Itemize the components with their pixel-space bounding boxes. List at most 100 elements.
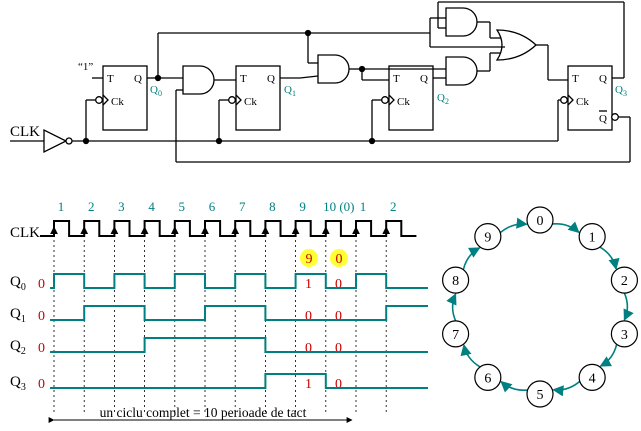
svg-text:9: 9 — [306, 252, 313, 267]
state-node-0: 0 — [526, 206, 554, 234]
signal-value-9: 0 — [305, 309, 312, 324]
pulse-number: 3 — [118, 199, 125, 214]
flipflop-0: T Q Ck Q0 — [95, 65, 162, 131]
state-label: 2 — [621, 274, 628, 289]
state-label: 6 — [484, 371, 491, 386]
state-label: 7 — [452, 328, 459, 343]
state-node-2: 2 — [610, 266, 638, 294]
state-transition-arrow — [599, 344, 618, 367]
ff3-output-label: Q3 — [615, 84, 627, 98]
pulse-number: 4 — [148, 199, 155, 214]
pulse-number: 2 — [390, 199, 397, 214]
ff0-ck-label: Ck — [111, 96, 124, 108]
signal-value-0: 0 — [335, 309, 342, 324]
signal-label: Q2 — [10, 338, 26, 357]
signal-value-9: 1 — [305, 377, 312, 392]
signal-label: Q1 — [10, 306, 26, 325]
signal-row-q3: Q3 0 1 0 — [10, 373, 428, 393]
ff1-output-label: Q1 — [284, 84, 296, 98]
signal-row-q1: Q1 0 0 0 — [10, 305, 428, 325]
signal-value-0: 0 — [335, 341, 342, 356]
pulse-number: 1 — [360, 199, 367, 214]
ff1-t-label: T — [240, 73, 247, 85]
ff3-t-label: T — [572, 73, 579, 85]
cycle-caption: un ciclu complet = 10 perioade de tact — [100, 405, 307, 420]
signal-waveform — [50, 305, 428, 321]
state-node-7: 7 — [442, 320, 470, 348]
pulse-number: 1 — [58, 199, 65, 214]
ff3-q-label: Q — [599, 73, 607, 85]
signal-waveform — [50, 373, 428, 389]
clock-buffer — [43, 128, 68, 154]
state-node-4: 4 — [578, 363, 606, 391]
signal-start-value: 0 — [38, 277, 45, 292]
ff1-q-label: Q — [267, 73, 275, 85]
state-diagram: 0 1 2 3 4 5 6 7 8 9 — [442, 206, 638, 408]
ff1-ck-label: Ck — [244, 96, 257, 108]
signal-label: Q3 — [10, 374, 26, 393]
or-gate — [495, 29, 537, 61]
and-gate-1 — [182, 65, 215, 95]
state-label: 5 — [537, 388, 544, 403]
state-transition-arrow — [462, 247, 481, 270]
pulse-number: 7 — [239, 199, 246, 214]
pulse-number: 6 — [209, 199, 216, 214]
flipflop-3: T Q Ck Q Q3 — [560, 65, 627, 131]
signal-waveform — [50, 273, 428, 289]
ff2-t-label: T — [393, 73, 400, 85]
state-node-3: 3 — [610, 320, 638, 348]
state-transition-arrow — [446, 293, 457, 322]
state-label: 8 — [452, 274, 459, 289]
state-node-9: 9 — [474, 223, 502, 251]
clk-input-label: CLK — [10, 124, 40, 140]
counter-circuit: CLK “1” T Q Ck Q0 T Q — [10, 1, 631, 163]
ff0-t-label: T — [107, 73, 114, 85]
state-node-6: 6 — [474, 363, 502, 391]
pulse-number: 2 — [88, 199, 95, 214]
ff2-output-label: Q2 — [437, 92, 449, 106]
clock-edge-arrows — [50, 226, 391, 235]
ff2-q-label: Q — [420, 73, 428, 85]
state-label: 1 — [589, 231, 596, 246]
and-gate-2 — [317, 54, 350, 84]
ff0-q-label: Q — [134, 73, 142, 85]
state-transition-arrow — [599, 246, 620, 270]
highlight-badge-9: 9 — [300, 249, 318, 267]
clock-pulse-numbers: 1 2 3 4 5 6 7 8 9 10 (0) 1 2 — [58, 199, 397, 214]
signal-value-9: 0 — [305, 341, 312, 356]
state-transition-arrow — [460, 344, 481, 368]
constant-one-label: “1” — [78, 61, 93, 73]
flipflop-2: T Q Ck Q2 — [381, 65, 449, 131]
pulse-number: 10 (0) — [323, 199, 354, 214]
pulse-number: 5 — [179, 199, 186, 214]
timing-gridlines — [53, 240, 387, 412]
clock-waveform — [40, 220, 417, 237]
pulse-number: 9 — [299, 199, 306, 214]
state-transition-arrow — [500, 380, 528, 393]
state-node-8: 8 — [442, 266, 470, 294]
ff0-output-label: Q0 — [150, 84, 162, 98]
flipflop-1: T Q Ck Q1 — [228, 65, 296, 131]
signal-value-0: 0 — [335, 377, 342, 392]
state-node-1: 1 — [578, 223, 606, 251]
signal-start-value: 0 — [38, 309, 45, 324]
signal-label: Q0 — [10, 274, 26, 293]
state-transition-arrow — [499, 217, 528, 234]
ff3-qbar-label: Q — [599, 113, 607, 125]
highlight-badge-0: 0 — [330, 249, 348, 267]
pulse-number: 8 — [269, 199, 276, 214]
and-gate-3 — [445, 7, 478, 37]
signal-waveform — [50, 337, 428, 353]
signal-value-0: 0 — [335, 277, 342, 292]
ff3-ck-label: Ck — [576, 96, 589, 108]
and-gate-4 — [445, 56, 478, 86]
state-label: 9 — [484, 231, 491, 246]
svg-text:0: 0 — [336, 252, 343, 267]
signal-start-value: 0 — [38, 377, 45, 392]
state-label: 0 — [537, 214, 544, 229]
state-label: 3 — [621, 328, 628, 343]
